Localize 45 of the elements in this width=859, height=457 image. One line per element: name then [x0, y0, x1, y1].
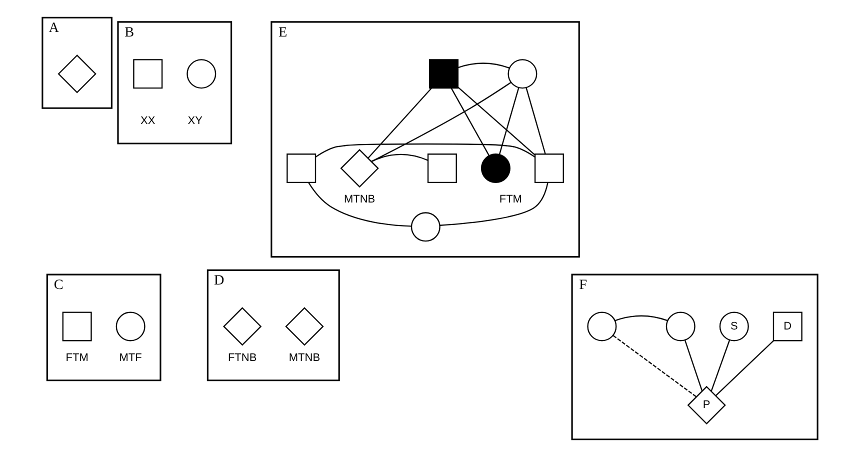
connector — [367, 88, 432, 159]
connector — [457, 86, 535, 156]
node-label: MTF — [118, 352, 142, 364]
connector — [498, 87, 519, 155]
node-diamond — [222, 307, 262, 346]
node-box — [132, 59, 162, 89]
connector — [710, 340, 730, 392]
node-circle — [410, 212, 440, 242]
connector — [458, 62, 510, 69]
node-circle — [665, 312, 695, 342]
node-circle — [480, 154, 510, 184]
node-label: MTNB — [343, 194, 375, 206]
node-label: MTNB — [288, 352, 320, 364]
connector — [612, 335, 696, 398]
connector — [314, 143, 535, 158]
connector — [614, 315, 668, 322]
connector — [525, 87, 546, 154]
connector — [684, 340, 702, 392]
node-box — [426, 154, 456, 184]
node-box — [428, 59, 458, 89]
node-box — [286, 154, 316, 184]
connector — [370, 154, 428, 162]
node-diamond — [284, 307, 324, 346]
node-circle — [586, 312, 616, 342]
node-label: FTNB — [227, 352, 256, 364]
connector — [714, 340, 774, 396]
node-diamond: P — [686, 386, 726, 424]
node-circle — [186, 59, 216, 89]
node-circle — [115, 312, 145, 342]
node-label: XY — [187, 114, 202, 127]
node-diamond — [57, 54, 96, 94]
node-circle: S — [718, 312, 748, 342]
node-circle — [507, 59, 537, 89]
node-box — [62, 312, 92, 342]
node-diamond — [340, 148, 378, 188]
cluster: A — [41, 16, 112, 109]
connector — [308, 182, 411, 227]
node-label: FTM — [65, 352, 88, 364]
connector — [439, 182, 548, 226]
connector — [370, 82, 511, 162]
node-label: XX — [140, 114, 155, 127]
node-box: D — [772, 312, 802, 342]
node-label: FTM — [498, 194, 522, 206]
node-box — [534, 154, 564, 184]
connector — [450, 88, 489, 156]
